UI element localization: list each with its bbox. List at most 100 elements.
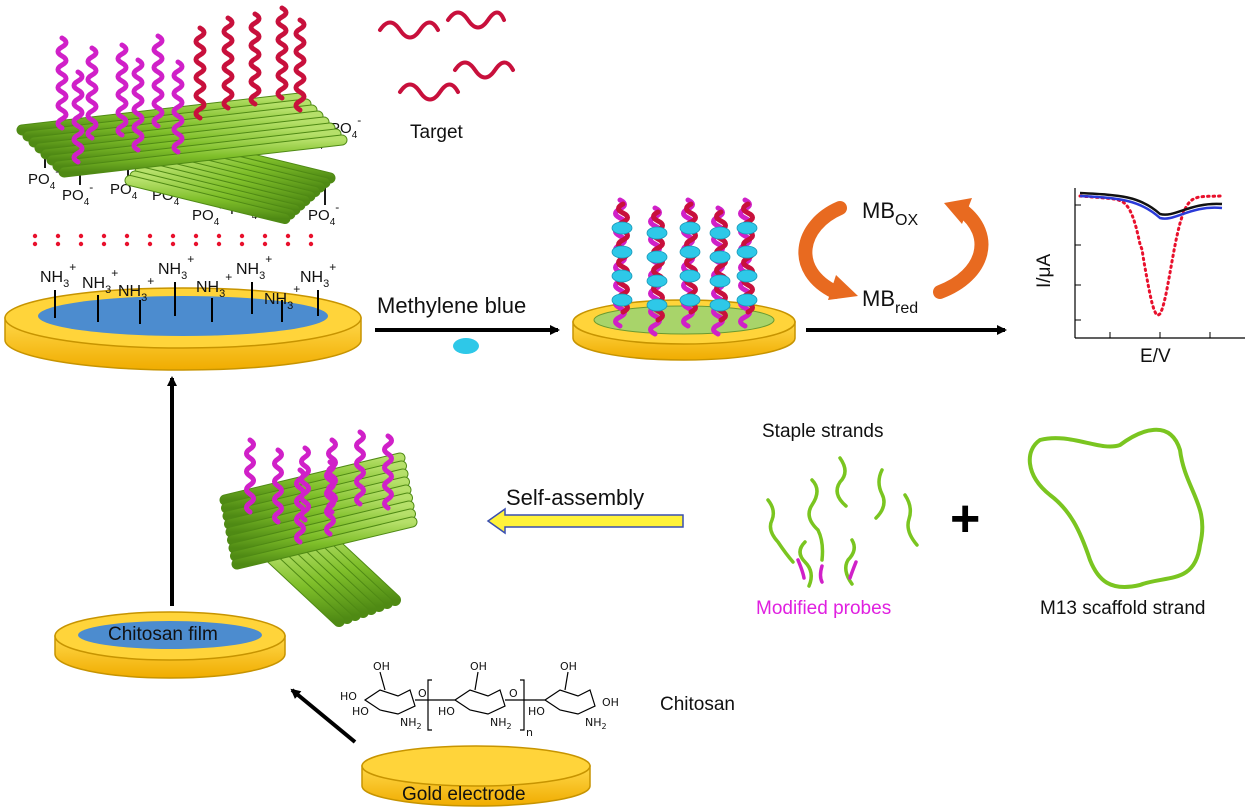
origami-rod	[228, 493, 412, 545]
origami-rod	[59, 135, 347, 177]
svg-text:PO4-: PO4-	[62, 180, 93, 208]
probe-strand	[221, 15, 235, 111]
modified-probes-label: Modified probes	[756, 598, 891, 619]
origami-rod	[130, 171, 295, 219]
probe-tail	[848, 560, 858, 580]
origami-rod	[23, 99, 311, 141]
mb-bead	[736, 221, 758, 235]
svg-text:NH3+: NH3+	[264, 282, 300, 312]
staple-strand	[798, 540, 813, 588]
svg-text:O: O	[418, 687, 427, 700]
staple-strand	[903, 493, 919, 547]
probe-strands-bottom	[244, 429, 394, 545]
origami-rod	[41, 117, 329, 159]
redox-cycle: MBOX MBred	[798, 198, 1007, 335]
origami-rod	[125, 176, 290, 223]
origami-rod	[226, 485, 411, 537]
m13-scaffold-loop	[1027, 427, 1205, 589]
methylene-blue-step: Methylene blue	[375, 293, 560, 354]
chitosan-atoms: OH HO HO NH2 O OH HO NH2 O n OH HO NH2 O…	[340, 660, 619, 739]
mb-bead	[736, 245, 758, 259]
mb-bead	[679, 221, 701, 235]
probe-strand	[382, 433, 394, 511]
target-strand	[446, 10, 506, 30]
probe-tail	[796, 558, 806, 580]
mb-bead	[611, 269, 633, 283]
chitosan-film-label: Chitosan film	[108, 624, 218, 645]
svg-text:NH3+: NH3+	[300, 260, 336, 290]
svg-text:NH3+: NH3+	[40, 260, 76, 290]
probe-strand	[324, 459, 336, 537]
curve-blue	[1079, 194, 1223, 220]
probe-strand	[85, 45, 99, 141]
origami-rod	[222, 461, 406, 513]
origami-rod	[223, 469, 408, 521]
probe-strand	[248, 11, 262, 107]
electrostatic-dots	[32, 233, 314, 247]
probe-strands-top	[55, 5, 307, 165]
duplex-strands	[611, 197, 758, 337]
probe-strand	[171, 59, 185, 155]
svg-text:OH: OH	[373, 660, 390, 673]
mb-bead	[679, 293, 701, 307]
svg-text:NH3+: NH3+	[196, 270, 232, 300]
mb-bead	[736, 269, 758, 283]
target-strand	[398, 82, 460, 102]
origami-rod	[225, 477, 409, 529]
mb-bead	[646, 226, 668, 240]
gold-electrode: Gold electrode	[361, 745, 591, 807]
svg-text:HO: HO	[528, 705, 545, 718]
probe-strand	[115, 42, 129, 138]
nh3-groups: NH3+ NH3+ NH3+ NH3+ NH3+ NH3+ NH3+ NH3+	[40, 252, 336, 324]
probe-strand	[131, 57, 145, 153]
staple-strand	[766, 498, 795, 564]
mb-bead	[646, 298, 668, 312]
diag-arrow	[290, 688, 357, 744]
staple-strands-label: Staple strands	[762, 421, 883, 442]
probe-strand	[151, 33, 165, 129]
mb-bead	[646, 250, 668, 264]
chitosan-film-electrode: Chitosan film	[54, 611, 286, 679]
origami-rod	[53, 129, 341, 171]
gold-electrode-label: Gold electrode	[402, 784, 526, 805]
probe-strand	[354, 429, 366, 507]
target-label: Target	[410, 122, 464, 143]
staple-strands	[766, 456, 919, 588]
svg-text:OH: OH	[470, 660, 487, 673]
x-axis-label: E/V	[1140, 346, 1171, 367]
origami-rod	[145, 158, 310, 205]
mb-bead	[611, 221, 633, 235]
mb-bead	[611, 293, 633, 307]
probe-strand	[293, 17, 307, 113]
mb-bead	[736, 293, 758, 307]
staple-strand	[874, 468, 886, 520]
staple-strand	[807, 478, 825, 562]
mb-bead	[709, 250, 731, 264]
self-assembly-step: Self-assembly	[486, 485, 684, 535]
svg-text:OH: OH	[602, 696, 619, 709]
svg-text:HO: HO	[340, 690, 357, 703]
origami-rod	[229, 501, 414, 553]
origami-rod	[275, 540, 360, 620]
mb-bead	[611, 245, 633, 259]
mb-ox-label: MBOX	[862, 198, 918, 229]
svg-text:NH2: NH2	[490, 716, 512, 731]
origami-rod	[220, 453, 405, 505]
origami-rod	[140, 162, 305, 210]
svg-text:O: O	[509, 687, 518, 700]
y-axis-label: I/μA	[1034, 253, 1055, 288]
origami-rod	[135, 167, 300, 214]
probe-strand	[55, 35, 69, 131]
staple-strand	[844, 538, 856, 586]
origami-rod	[150, 153, 315, 201]
svg-text:NH3+: NH3+	[158, 252, 194, 282]
voltammogram: I/μA E/V	[1034, 188, 1245, 367]
self-assembly-label: Self-assembly	[506, 485, 644, 510]
chitosan-label: Chitosan	[660, 694, 735, 715]
plus-sign: +	[950, 490, 980, 548]
probe-strand	[272, 447, 284, 525]
svg-text:NH2: NH2	[400, 716, 422, 731]
svg-text:OH: OH	[560, 660, 577, 673]
m13-label: M13 scaffold strand	[1040, 598, 1205, 619]
